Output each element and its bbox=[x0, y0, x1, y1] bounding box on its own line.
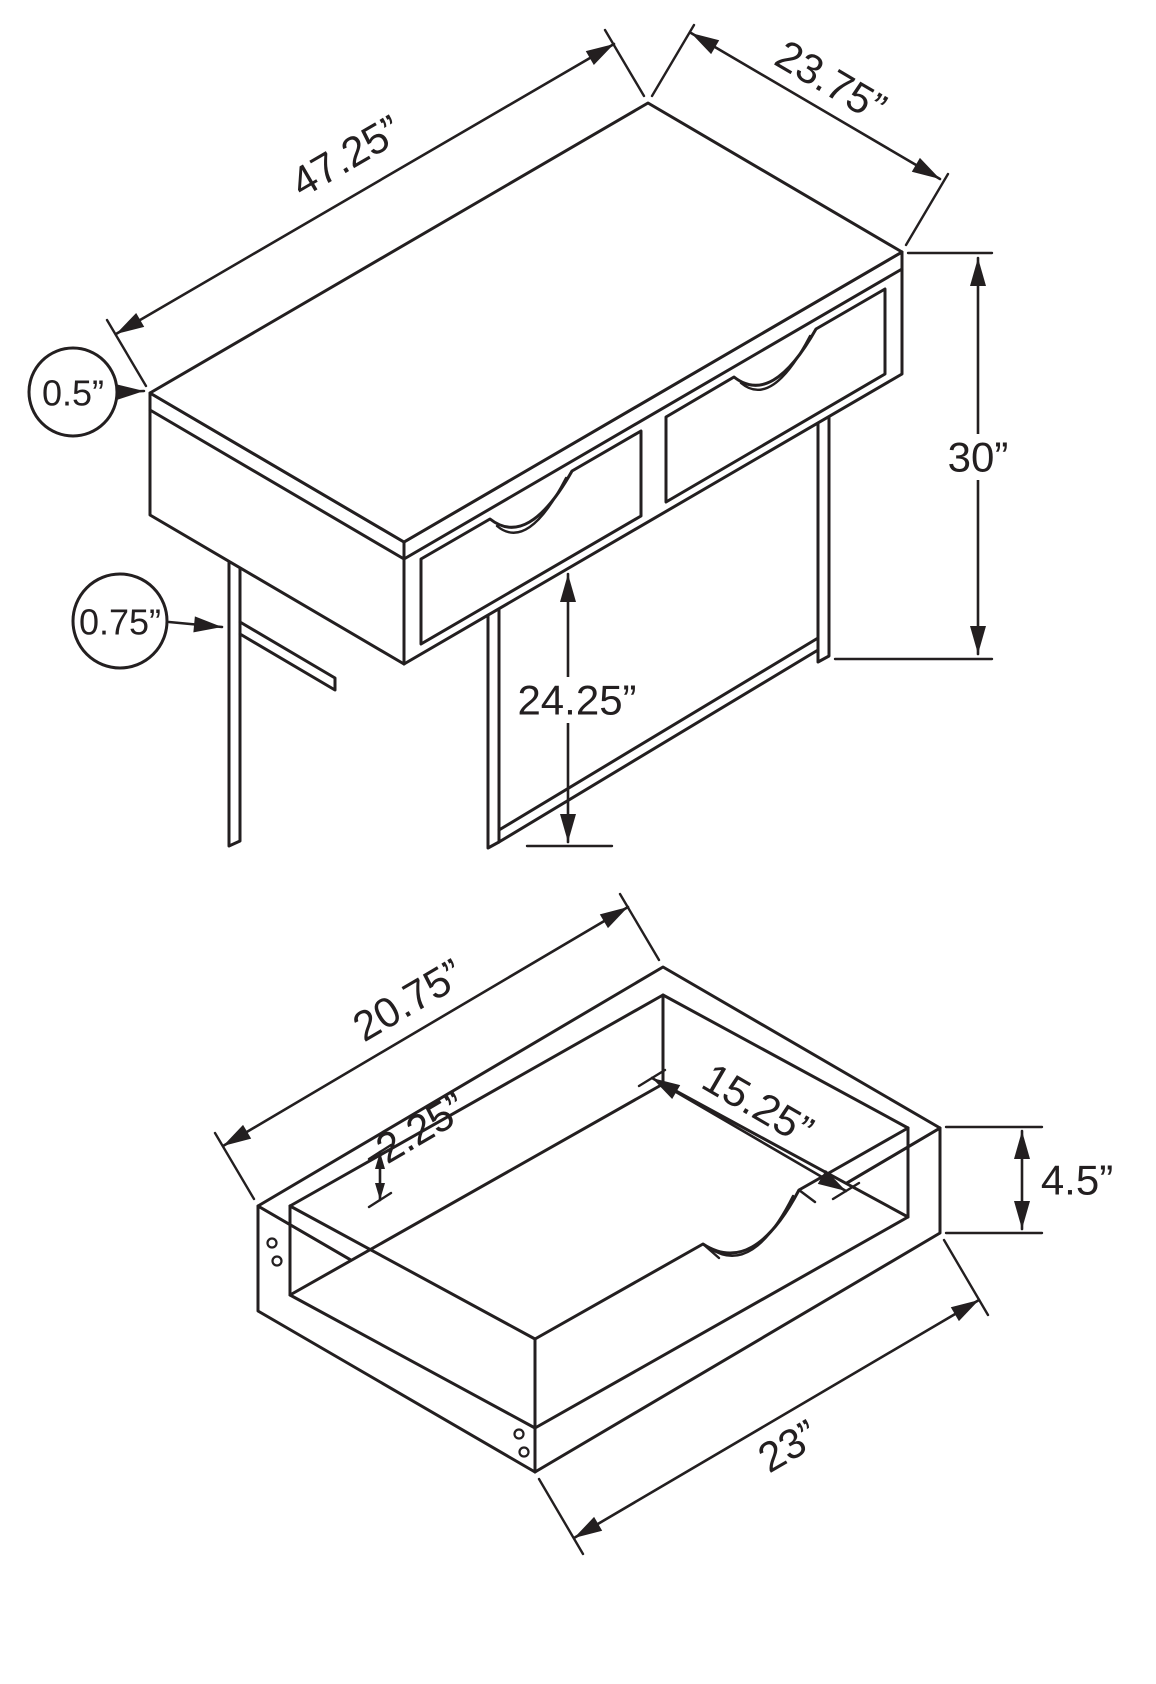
desk-floor-stretcher bbox=[497, 636, 820, 844]
dim-label-overall-height: 30” bbox=[948, 434, 1009, 481]
callout-label-frame-thickness: 0.75” bbox=[79, 602, 161, 643]
callout-label-top-thickness: 0.5” bbox=[42, 373, 104, 414]
dim-label-background bbox=[941, 434, 1017, 480]
callout-circle bbox=[71, 572, 169, 670]
desk-back-center-leg bbox=[486, 598, 501, 850]
dim-arrow-line bbox=[689, 31, 942, 181]
screw-hole bbox=[266, 1237, 278, 1249]
screw-hole bbox=[271, 1255, 283, 1267]
dim-label-side-height: 4.5” bbox=[1041, 1157, 1113, 1204]
drawer-drawing: 20.75” 15.25” 2.25” 4.5” bbox=[213, 892, 1113, 1556]
dim-witness-line bbox=[944, 1125, 1044, 1235]
desk-front-left-leg bbox=[227, 546, 242, 848]
dim-label-leg-clearance: 24.25” bbox=[517, 677, 636, 724]
drawer-inner-rim-front-with-scoop bbox=[533, 1126, 910, 1341]
drawer-inner-rim-left bbox=[288, 1204, 537, 1341]
dim-arrow-line bbox=[572, 1298, 981, 1540]
desk-drawer-right-handle-scoop bbox=[739, 334, 812, 392]
drawer-handle-scoop-detail bbox=[701, 1188, 817, 1260]
dim-desk-leg-clearance: 24.25” bbox=[502, 572, 654, 848]
dim-label-top-length: 47.25” bbox=[283, 106, 410, 207]
dim-witness-line bbox=[650, 23, 950, 247]
desk-drawing: 47.25” 23.75” 30” 24.25” bbox=[27, 23, 1017, 850]
desk-drawer-left-handle-scoop bbox=[495, 476, 568, 534]
dim-arrow-line bbox=[114, 42, 616, 336]
dim-drawer-side-height: 4.5” bbox=[944, 1125, 1113, 1235]
drawer-screw-holes bbox=[266, 1237, 530, 1458]
desk-legs bbox=[227, 410, 831, 850]
screw-hole bbox=[513, 1428, 525, 1440]
dim-label-background bbox=[502, 677, 654, 723]
callout-leader-arrow bbox=[115, 384, 146, 401]
dim-witness-line bbox=[537, 1238, 990, 1556]
dim-arrow-line bbox=[221, 905, 630, 1148]
dim-arrow-line bbox=[650, 1076, 848, 1193]
callout-leader-arrow bbox=[167, 616, 224, 633]
dim-label-drawer-depth: 23” bbox=[750, 1410, 826, 1481]
desk-top-thickness-line bbox=[148, 267, 904, 561]
dim-desk-overall-height: 30” bbox=[833, 251, 1017, 661]
dim-witness-line bbox=[105, 28, 646, 388]
callout-desk-top-thickness: 0.5” bbox=[27, 346, 146, 438]
desk-drawer-left-front bbox=[419, 429, 643, 646]
desk-drawer-right-front bbox=[664, 287, 887, 504]
drawer-inner-corner-edges bbox=[288, 993, 910, 1430]
screw-hole bbox=[518, 1446, 530, 1458]
dim-witness-line bbox=[213, 892, 661, 1201]
callout-desk-frame-thickness: 0.75” bbox=[71, 572, 224, 670]
desk-front-right-leg bbox=[816, 410, 831, 664]
desk-left-frame-bar bbox=[238, 620, 337, 692]
dim-witness-line bbox=[833, 251, 994, 661]
